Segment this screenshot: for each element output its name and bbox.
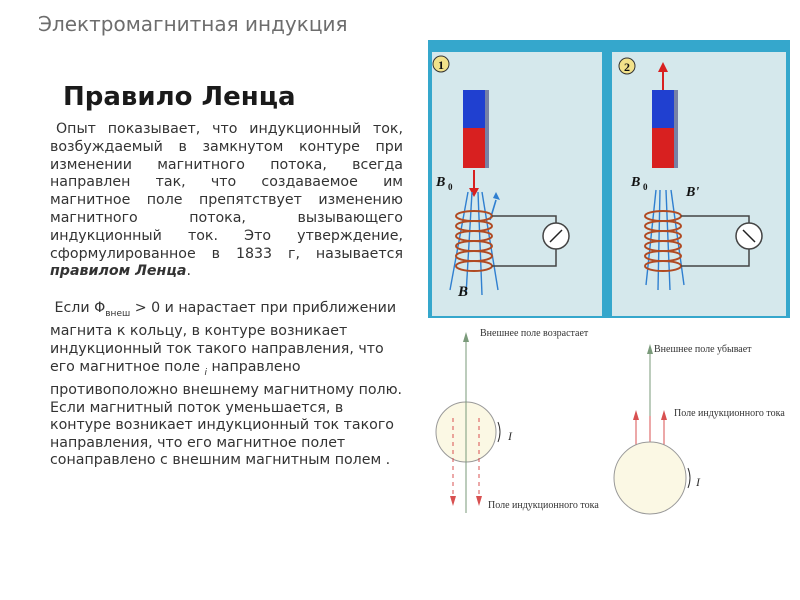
current-arrow-left [497,421,501,443]
magnet-shade [485,90,489,168]
explanation-part2: направлено противоположно внешнему магни… [50,358,403,469]
paragraph-end: . [186,263,191,280]
b-prime-label: B' [685,185,699,200]
b-label-panel-1: B [457,284,468,300]
phi-subscript: внеш [105,308,131,319]
wire-top-panel-2 [681,215,750,223]
current-arrow-right [687,467,691,489]
panel-1-number: 1 [438,58,444,72]
wire-bottom-panel-2 [681,249,750,267]
b0-label: B [435,175,445,190]
magnet-shade-2 [674,90,678,168]
right-label-mid: Поле индукционного тока [674,408,785,419]
motion-arrowhead [469,188,479,197]
external-field-arrowhead-right [647,344,653,354]
field-direction-figure: Внешнее поле возрастает I Поле индукцион… [435,328,785,515]
explanation-part1: > 0 и нарастает при приближении магнита … [50,300,397,375]
magnet-north-pole-2 [652,128,674,168]
conductor-ring-right [613,441,687,515]
panel-2-badge [618,57,636,75]
left-label-bottom: Поле индукционного тока [488,500,599,511]
induced-arrowhead-left-2 [476,496,482,506]
field-increasing-diagram: Внешнее поле возрастает I Поле индукцион… [435,328,599,513]
left-label-top: Внешнее поле возрастает [480,328,589,339]
field-decreasing-diagram: Внешнее поле убывает Поле индукционного … [613,344,785,515]
induced-field-lines-left [452,418,480,500]
induced-field-arrowhead [493,192,500,200]
galvanometer-needle-panel-1 [549,229,563,243]
wire-bottom-panel-1 [492,249,557,267]
slide-title: Правило Ленца [63,82,296,112]
external-field-arrowhead [463,332,469,342]
lenz-rule-paragraph: Опыт показывает, что индукционный ток, в… [50,121,403,281]
panel-2-number: 2 [624,60,630,74]
flux-explanation-paragraph: Если Φвнеш > 0 и нарастает при приближен… [50,300,405,470]
panel-2-bg [612,52,786,316]
motion-arrowhead-up [658,62,668,72]
panel-1-badge [432,55,450,73]
induced-arrowhead-right-2 [661,410,667,420]
magnet-south-pole-2 [652,90,674,128]
b0-label-2: B [630,175,640,190]
induced-arrowhead-left-1 [450,496,456,506]
magnet-south-pole [463,90,485,128]
wire-top-panel-1 [492,215,557,223]
paragraph-text: Опыт показывает, что индукционный ток, в… [50,121,403,262]
coil-panel-1 [455,210,493,272]
field-arrows-panel-1 [449,191,499,296]
b0-subscript: 0 [448,182,453,192]
panel-1-bg [432,52,602,316]
left-current-label: I [507,429,513,443]
magnet-coil-figure: 1 B 0 B 2 [428,40,790,318]
phi-symbol: Если Φ [54,300,106,316]
magnet-north-pole [463,128,485,168]
panel-1: 1 B 0 B [432,52,602,316]
b0-subscript-2: 0 [643,182,648,192]
induced-arrowhead-right-1 [633,410,639,420]
panel-2: 2 B 0 B' [612,52,786,316]
galvanometer-needle-panel-2 [742,229,756,243]
right-label-top: Внешнее поле убывает [654,344,752,355]
right-current-label: I [695,475,701,489]
slide-header: Электромагнитная индукция [38,12,348,36]
i-subscript-mark: i [204,367,207,378]
lenz-rule-term: правилом Ленца [50,263,187,280]
